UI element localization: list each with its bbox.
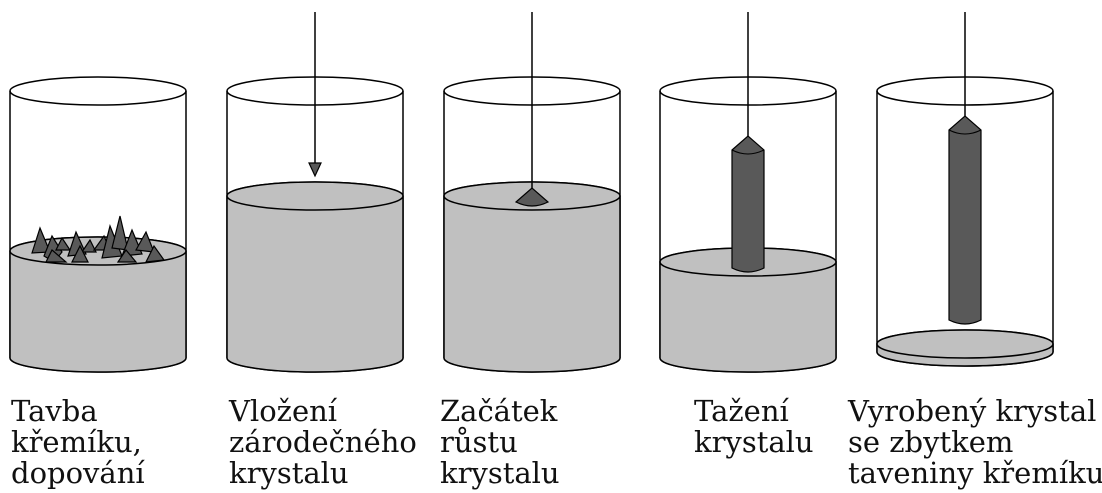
label-line: dopování: [11, 456, 145, 490]
label-line: krystalu: [229, 456, 349, 490]
label-line: Tažení: [694, 394, 789, 428]
stage-2-seed-insertion: [226, 12, 404, 373]
label-line: taveniny křemíku: [848, 456, 1102, 490]
stage-1-melting: [9, 76, 187, 373]
melt-surface: [226, 181, 404, 211]
label-step-4: Tažení krystalu: [694, 396, 814, 458]
label-line: Tavba: [11, 394, 98, 428]
growing-crystal: [514, 187, 550, 207]
label-line: růstu: [440, 425, 518, 459]
crucible-rim: [9, 76, 187, 106]
label-line: Vyrobený krystal: [848, 394, 1097, 428]
label-step-2: Vložení zárodečného krystalu: [229, 396, 417, 489]
label-line: Začátek: [440, 394, 558, 428]
silicon-ingot: [731, 135, 765, 273]
seed-crystal: [308, 162, 322, 178]
label-step-5: Vyrobený krystal se zbytkem taveniny kře…: [848, 396, 1102, 489]
silicon-chunks: [31, 215, 166, 263]
stage-3-growth-start: [443, 12, 621, 373]
stage-4-pulling: [659, 12, 837, 373]
ingot-edge: [731, 149, 765, 155]
label-line: krystalu: [440, 456, 560, 490]
label-line: se zbytkem: [848, 425, 1014, 459]
ingot-edge: [948, 129, 982, 135]
label-line: křemíku,: [11, 425, 142, 459]
label-step-1: Tavba křemíku, dopování: [11, 396, 145, 489]
silicon-ingot: [948, 115, 982, 325]
label-step-3: Začátek růstu krystalu: [440, 396, 560, 489]
label-line: krystalu: [694, 425, 814, 459]
label-line: zárodečného: [229, 425, 417, 459]
label-line: Vložení: [229, 394, 338, 428]
melt-surface: [876, 329, 1054, 359]
stage-5-finished: [876, 12, 1054, 367]
